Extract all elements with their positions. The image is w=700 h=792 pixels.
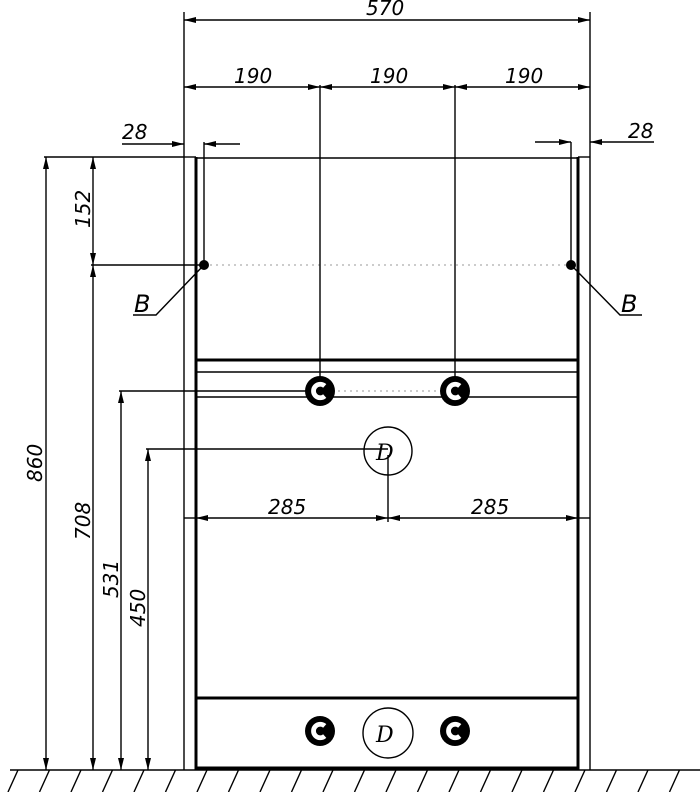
dim-overall-height: 860 (23, 156, 184, 770)
dim-text-450: 450 (126, 589, 150, 627)
inlet-disc (440, 716, 470, 746)
b-label-left: B (134, 290, 150, 318)
dim-text-190-c: 190 (505, 64, 543, 88)
hatch-stroke (637, 769, 649, 792)
drain-label-bottom: D (375, 723, 394, 748)
floor (7, 769, 700, 792)
hatch-stroke (38, 769, 51, 792)
hatch-stroke (605, 769, 618, 792)
marker-b-left: B (133, 260, 209, 318)
drain-main: D (363, 426, 413, 476)
hatch-stroke (479, 769, 492, 792)
dim-text-708: 708 (71, 502, 95, 540)
hatch-stroke (70, 769, 82, 792)
inlet-c-right (440, 376, 470, 406)
hatch-stroke (322, 769, 334, 792)
hatch-stroke (164, 769, 177, 792)
hatch-stroke (416, 769, 429, 792)
drain-circle-main (363, 426, 413, 476)
hatch-stroke (385, 769, 397, 792)
b-leader-left (133, 266, 203, 316)
inlet-disc (440, 376, 470, 406)
hatch-stroke (7, 769, 19, 792)
inlet-c-bottom-left (305, 716, 335, 746)
inlet-disc (305, 376, 335, 406)
dim-d-height: 450 (126, 448, 388, 770)
floor-hatching (7, 769, 681, 792)
hatch-stroke (448, 769, 460, 792)
dim-top-to-b: 152 (71, 157, 96, 265)
hatch-stroke (133, 769, 145, 792)
hatch-stroke (511, 769, 523, 792)
hatch-stroke (574, 769, 586, 792)
dim-text-531: 531 (99, 560, 123, 598)
hatch-stroke (101, 769, 114, 792)
drain-label-main: D (375, 441, 394, 466)
hatch-stroke (259, 769, 271, 792)
marker-b-right: B (566, 260, 642, 318)
dim-side-panels: 28 28 (122, 119, 654, 147)
b-leader-right (572, 266, 642, 316)
hatch-stroke (353, 769, 366, 792)
dim-b-height: 708 (71, 264, 204, 770)
dim-c-height: 531 (99, 390, 310, 770)
drain-bottom: D (362, 707, 414, 759)
dim-text-190-b: 190 (370, 64, 408, 88)
drain-circle-bottom (362, 707, 414, 759)
inlet-c-bottom-right (440, 716, 470, 746)
dim-drain-offsets: 285 285 (184, 455, 590, 522)
dim-text-28-left: 28 (122, 120, 147, 144)
hatch-stroke (668, 769, 681, 792)
inlet-c-glyph (446, 721, 462, 741)
hatch-stroke (290, 769, 303, 792)
dim-text-190-a: 190 (234, 64, 272, 88)
inlet-c-glyph (311, 381, 327, 401)
cabinet-body (183, 142, 591, 770)
water-inlets (305, 376, 470, 746)
dim-text-152: 152 (71, 190, 95, 228)
inlet-disc (305, 716, 335, 746)
inlet-c-glyph (311, 721, 327, 741)
hatch-stroke (196, 769, 208, 792)
hatch-stroke (227, 769, 240, 792)
inlet-c-glyph (446, 381, 462, 401)
dim-text-285-right: 285 (471, 495, 509, 519)
b-label-right: B (621, 290, 637, 318)
dim-text-860: 860 (23, 444, 47, 482)
dim-spacing: 190 190 190 (184, 64, 590, 391)
dim-text-285-left: 285 (268, 495, 306, 519)
dim-text-570: 570 (366, 0, 404, 20)
dim-text-28-right: 28 (628, 119, 653, 143)
hatch-stroke (542, 769, 555, 792)
inlet-c-left (305, 376, 335, 406)
